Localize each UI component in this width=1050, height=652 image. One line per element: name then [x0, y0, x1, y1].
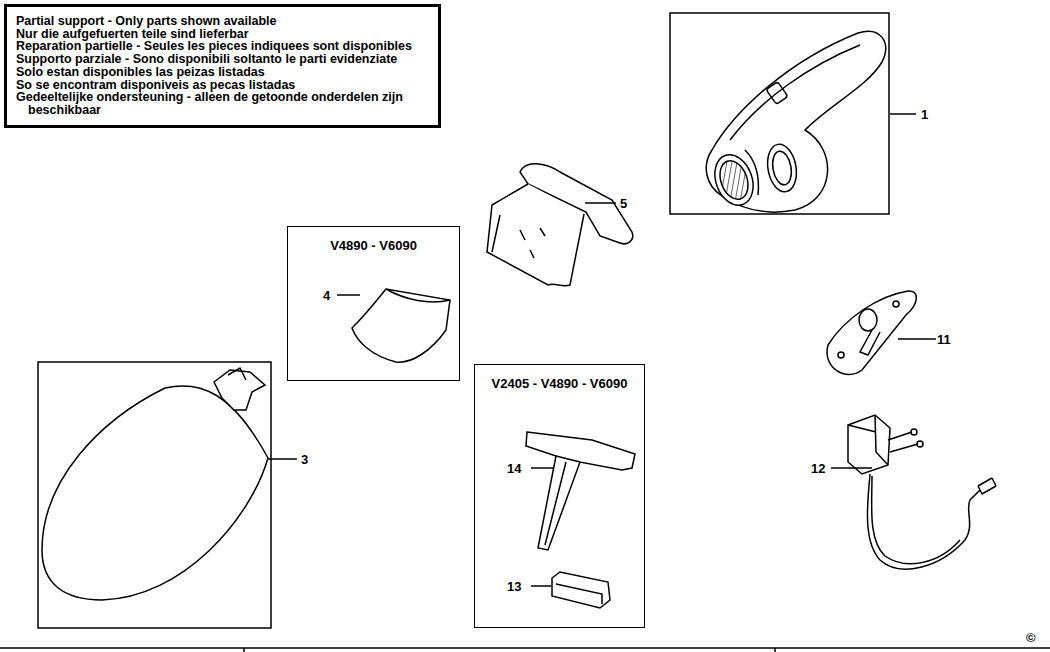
leader-line [890, 113, 916, 115]
notice-line: So se encontram disponiveis as pecas lis… [16, 79, 432, 92]
callout-number: © [1025, 630, 1037, 645]
notice-line: Nur die aufgefuerten teile sind lieferba… [16, 28, 432, 41]
page-border [774, 648, 776, 652]
notice-line: Reparation partielle - Seules les pieces… [16, 40, 432, 53]
dust-bag [42, 368, 268, 600]
model-heading: V4890 - V6090 [292, 238, 455, 253]
model-heading: V2405 - V4890 - V6090 [479, 376, 640, 391]
leader-line [531, 585, 551, 587]
brush-tool [552, 572, 610, 608]
callout-number: 12 [810, 461, 826, 476]
callout-number: 11 [936, 332, 952, 347]
callout-number: 5 [619, 196, 628, 211]
leader-line [831, 467, 872, 469]
callout-number: 14 [506, 461, 522, 476]
leader-line [898, 338, 936, 340]
part-frame [670, 13, 889, 214]
filter-insert [352, 289, 450, 362]
crevice-tool [526, 432, 635, 550]
notice-line: Supporto parziale - Sono disponibili sol… [16, 53, 432, 66]
leader-line [337, 294, 360, 296]
callout-number: 3 [300, 452, 309, 467]
page-border [0, 647, 1050, 649]
model-group-box: V4890 - V6090 [287, 226, 460, 381]
model-group-box: V2405 - V4890 - V6090 [474, 364, 645, 628]
callout-number: 1 [920, 107, 929, 122]
notice-line: Solo estan disponibles las peizas listad… [16, 66, 432, 79]
leader-line [268, 458, 297, 460]
callout-number: 13 [506, 579, 522, 594]
leader-line [585, 202, 616, 204]
wall-mount [827, 291, 916, 374]
notice-box: Partial support - Only parts shown avail… [4, 4, 441, 128]
notice-line: Gedeeltelijke ondersteuning - alleen de … [16, 91, 432, 116]
notice-line: Partial support - Only parts shown avail… [16, 15, 432, 28]
part-frame [38, 362, 271, 628]
page-border [243, 648, 245, 652]
filter-frame [487, 164, 633, 286]
leader-line [531, 467, 553, 469]
vacuum-body [706, 31, 885, 212]
callout-number: 4 [322, 288, 331, 303]
charger [848, 415, 996, 569]
